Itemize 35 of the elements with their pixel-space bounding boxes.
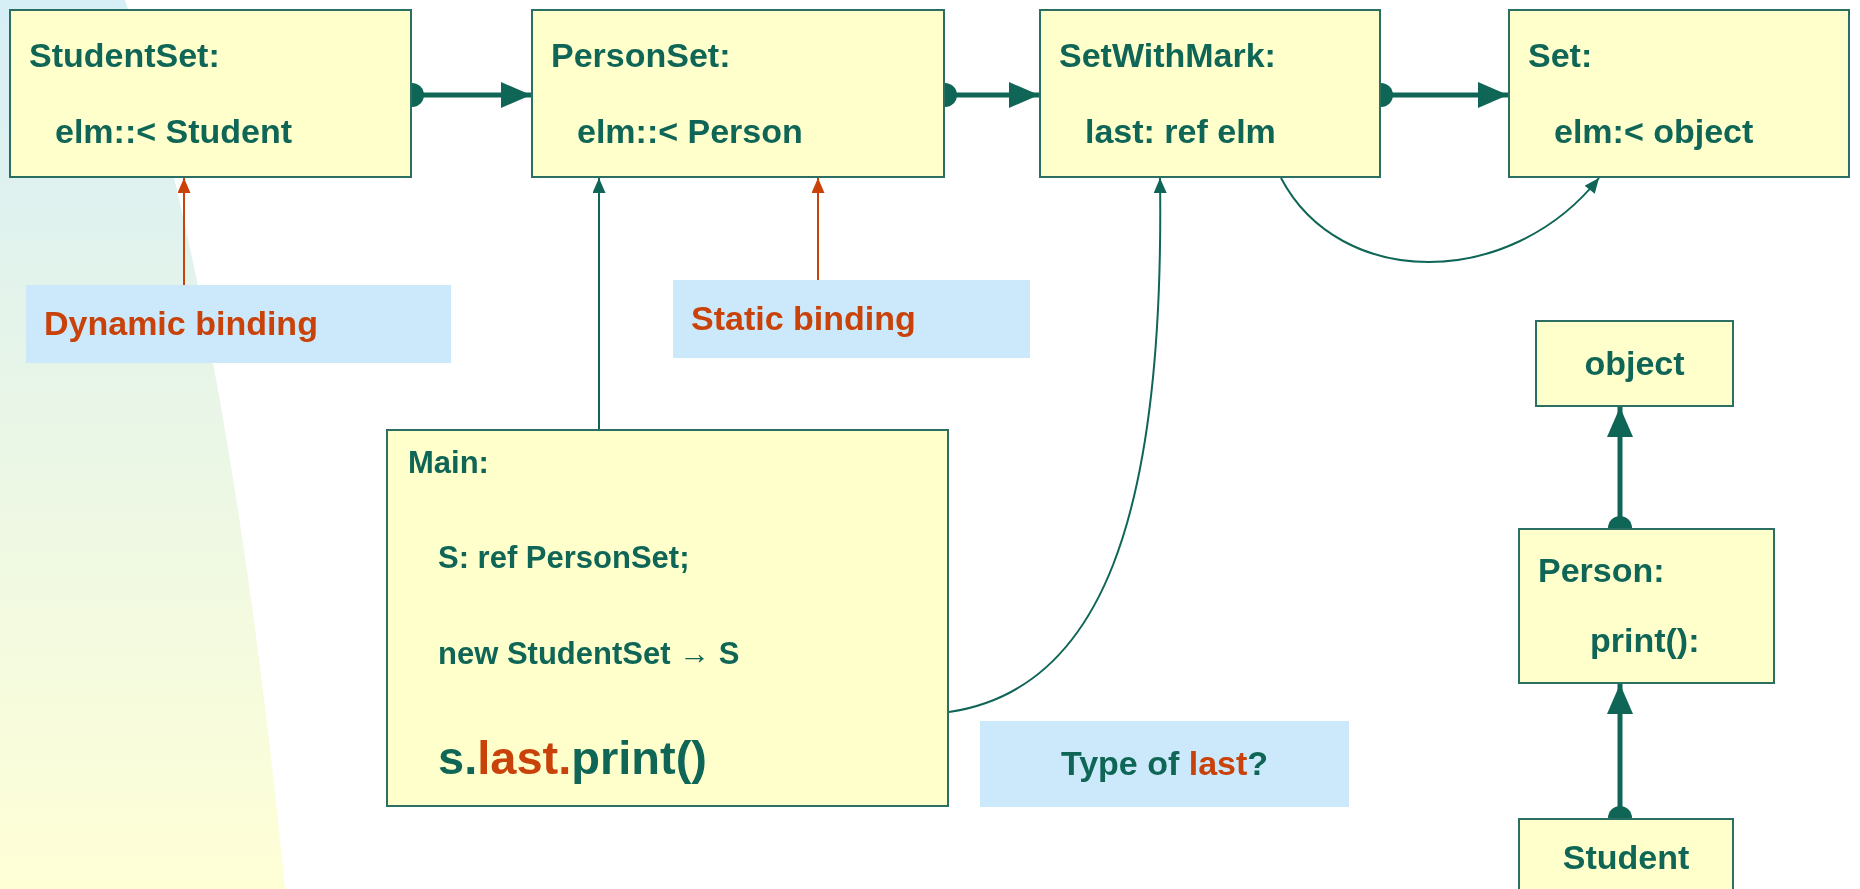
attribute-text: elm::< Student xyxy=(54,112,293,152)
code-line: new StudentSet → S xyxy=(437,635,740,672)
class-name: Student xyxy=(1562,838,1690,878)
program-box xyxy=(386,429,949,807)
binding-label xyxy=(673,280,1030,358)
attribute-text: print(): xyxy=(1589,621,1700,661)
box-title: Person: xyxy=(1538,551,1665,591)
class-box xyxy=(1535,320,1734,407)
question-label xyxy=(980,721,1349,807)
code-line: S: ref PersonSet; xyxy=(437,540,690,576)
class-box xyxy=(1518,818,1734,889)
box-title: StudentSet: xyxy=(29,35,220,75)
box-title: PersonSet: xyxy=(551,35,731,75)
label-text: Dynamic binding xyxy=(44,304,318,344)
attribute-text: elm::< Person xyxy=(576,112,803,152)
arrow xyxy=(811,177,825,281)
attribute-text: last: ref elm xyxy=(1084,112,1276,152)
code-line: s.last.print() xyxy=(437,730,707,785)
box-title: Set: xyxy=(1528,35,1593,75)
class-box xyxy=(1518,528,1775,684)
label-text: Static binding xyxy=(691,299,916,339)
class-box xyxy=(531,9,945,178)
arrow xyxy=(177,177,191,286)
box-title: SetWithMark: xyxy=(1059,35,1276,75)
arrow xyxy=(592,177,606,430)
class-box xyxy=(1039,9,1381,178)
arrow xyxy=(1280,177,1600,263)
class-box xyxy=(1508,9,1850,178)
binding-label xyxy=(26,285,451,363)
class-box xyxy=(9,9,412,178)
box-title: Main: xyxy=(408,445,489,481)
label-text: Type of last? xyxy=(1060,744,1269,784)
arrow xyxy=(948,177,1167,713)
class-name: object xyxy=(1584,343,1685,384)
attribute-text: elm:< object xyxy=(1553,112,1754,152)
